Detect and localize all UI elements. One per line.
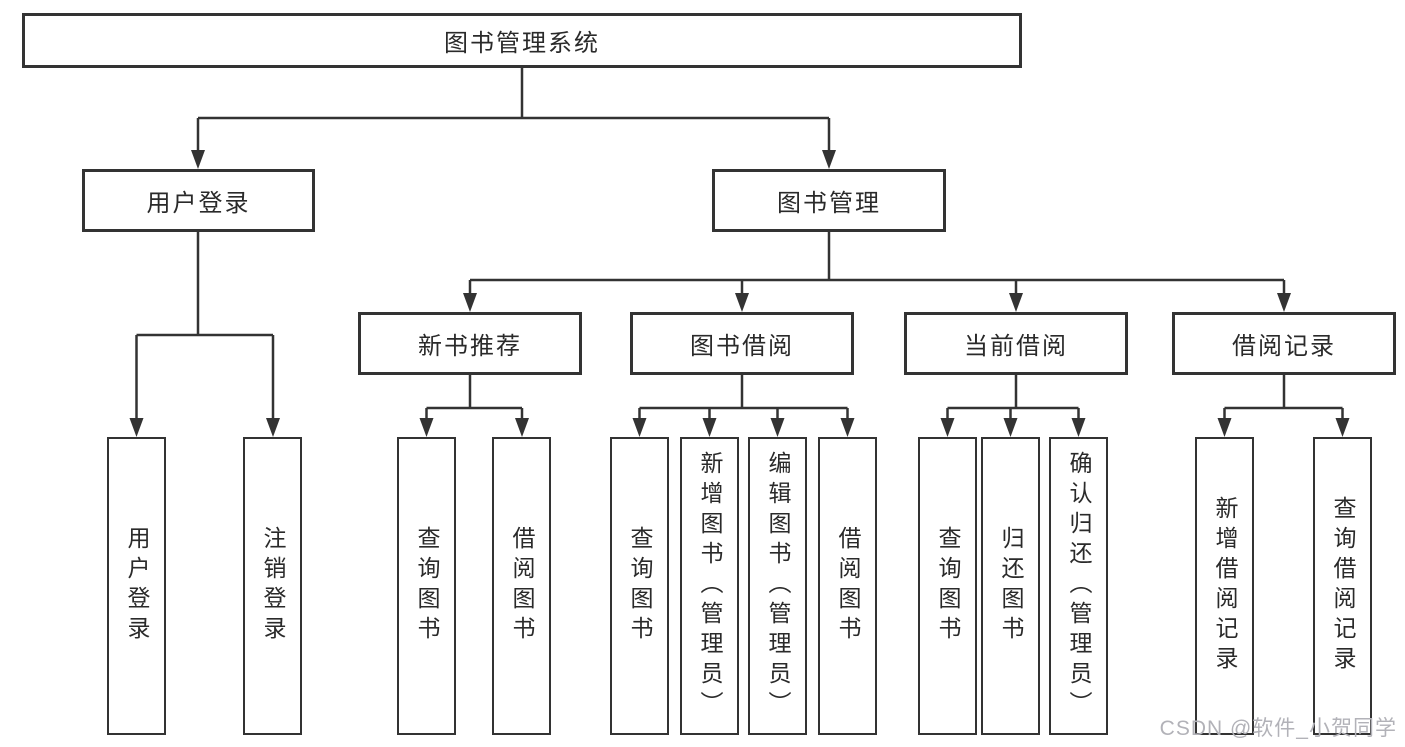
- node-root: 图书管理系统: [22, 13, 1022, 68]
- node-book-borrowing: 图书借阅: [630, 312, 854, 375]
- node-borrowing-records: 借阅记录: [1172, 312, 1396, 375]
- node-leaf-query-books-3: 查询图书: [918, 437, 977, 735]
- node-leaf-query-books-2: 查询图书: [610, 437, 669, 735]
- connector-recommend-to-leaves: [425, 375, 524, 419]
- node-leaf-user-login: 用户登录: [107, 437, 166, 735]
- node-new-book-recommend: 新书推荐: [358, 312, 582, 375]
- node-leaf-query-borrow-record: 查询借阅记录: [1313, 437, 1372, 735]
- node-leaf-confirm-return-admin: 确认归还（管理员）: [1049, 437, 1108, 735]
- node-leaf-borrow-books-2: 借阅图书: [818, 437, 877, 735]
- connector-root-to-level2: [196, 68, 831, 151]
- node-leaf-add-borrow-record: 新增借阅记录: [1195, 437, 1254, 735]
- csdn-watermark: CSDN @软件_小贺同学: [1159, 717, 1397, 740]
- node-leaf-logout: 注销登录: [243, 437, 302, 735]
- node-leaf-borrow-books-1: 借阅图书: [492, 437, 551, 735]
- connector-login-to-leaves: [135, 232, 275, 419]
- node-user-login: 用户登录: [82, 169, 315, 232]
- node-leaf-edit-book-admin: 编辑图书（管理员）: [748, 437, 807, 735]
- node-current-borrowing: 当前借阅: [904, 312, 1128, 375]
- connector-mgmt-to-level3: [468, 232, 1286, 294]
- node-leaf-return-book: 归还图书: [981, 437, 1040, 735]
- connector-records-to-leaves: [1223, 375, 1344, 419]
- connector-borrowing-to-leaves: [638, 375, 849, 419]
- node-leaf-add-book-admin: 新增图书（管理员）: [680, 437, 739, 735]
- node-leaf-query-books-1: 查询图书: [397, 437, 456, 735]
- node-book-management: 图书管理: [712, 169, 946, 232]
- connector-current-to-leaves: [946, 375, 1080, 419]
